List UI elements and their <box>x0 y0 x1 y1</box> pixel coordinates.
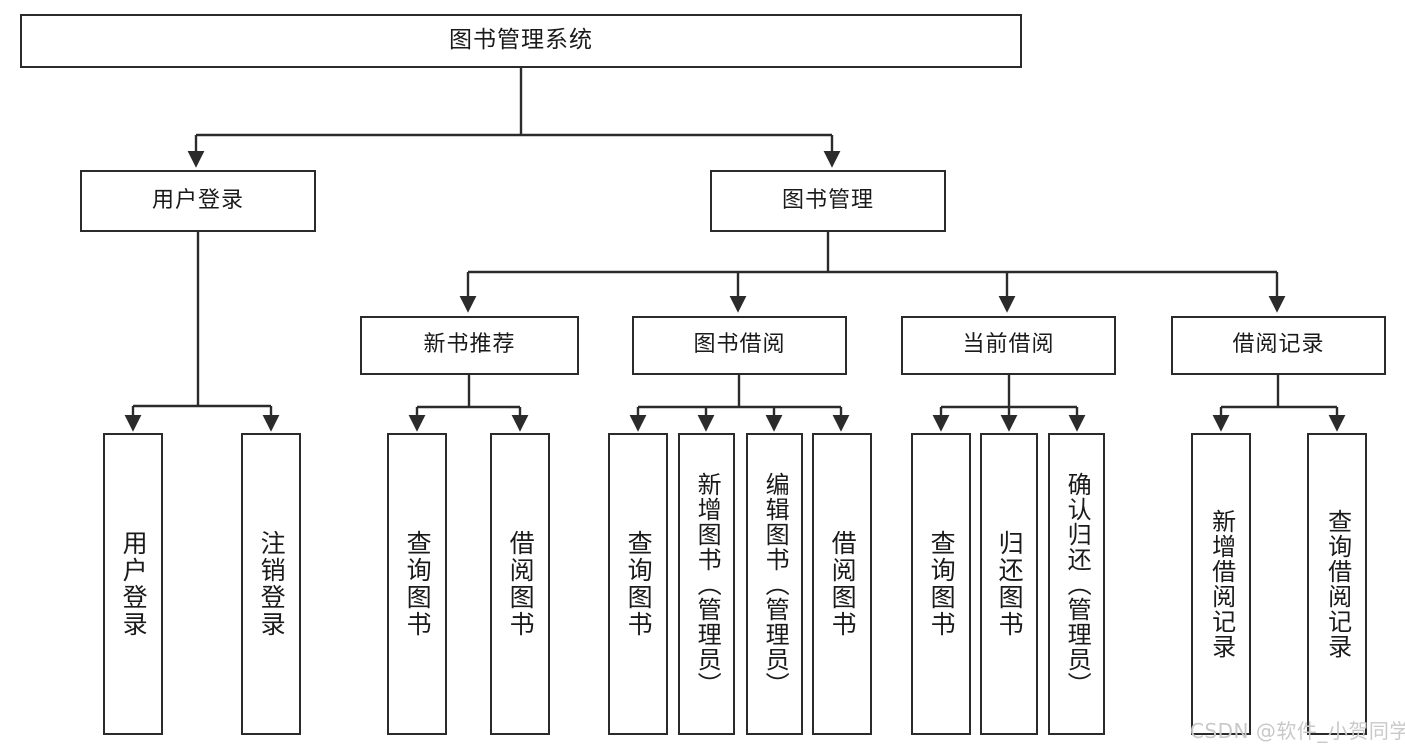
node-user-login[interactable]: 用户登录 <box>80 170 316 232</box>
node-label: 图书管理系统 <box>449 27 593 54</box>
leaf-add-book-admin[interactable]: 新增图书（管理员） <box>678 433 735 735</box>
leaf-query-book-recommend[interactable]: 查询图书 <box>387 433 447 735</box>
node-label: 归还图书 <box>995 530 1025 638</box>
node-book-borrow[interactable]: 图书借阅 <box>632 316 847 375</box>
node-current-borrow[interactable]: 当前借阅 <box>901 316 1116 375</box>
node-root-book-management-system[interactable]: 图书管理系统 <box>20 14 1022 68</box>
node-label: 图书借阅 <box>693 332 786 358</box>
node-label: 图书管理 <box>781 187 874 213</box>
node-label: 新增借阅记录 <box>1207 509 1236 659</box>
leaf-logout-login[interactable]: 注销登录 <box>241 433 301 735</box>
leaf-edit-book-admin[interactable]: 编辑图书（管理员） <box>746 433 803 735</box>
node-label: 查询图书 <box>403 530 433 638</box>
node-label: 当前借阅 <box>962 332 1055 358</box>
node-label: 查询借阅记录 <box>1323 509 1352 659</box>
leaf-add-borrow-record[interactable]: 新增借阅记录 <box>1191 433 1251 735</box>
csdn-watermark: CSDN @软件_小贺同学 <box>1190 719 1405 743</box>
node-label: 编辑图书（管理员） <box>761 471 790 697</box>
node-label: 借阅图书 <box>828 530 858 638</box>
node-label: 借阅图书 <box>506 530 536 638</box>
node-label: 查询图书 <box>624 530 654 638</box>
leaf-user-login[interactable]: 用户登录 <box>103 433 163 735</box>
node-label: 注销登录 <box>257 530 287 638</box>
node-label: 确认归还（管理员） <box>1063 471 1092 697</box>
node-label: 查询图书 <box>927 530 957 638</box>
node-label: 新书推荐 <box>423 332 516 358</box>
node-label: 用户登录 <box>151 187 244 213</box>
node-book-management[interactable]: 图书管理 <box>710 170 946 232</box>
leaf-return-book[interactable]: 归还图书 <box>980 433 1038 735</box>
node-label: 用户登录 <box>119 530 149 638</box>
leaf-confirm-return-admin[interactable]: 确认归还（管理员） <box>1048 433 1105 735</box>
leaf-borrow-book[interactable]: 借阅图书 <box>812 433 872 735</box>
leaf-query-borrow-record[interactable]: 查询借阅记录 <box>1307 433 1367 735</box>
leaf-query-book-current[interactable]: 查询图书 <box>911 433 971 735</box>
leaf-borrow-book-recommend[interactable]: 借阅图书 <box>490 433 550 735</box>
node-label: 新增图书（管理员） <box>693 471 722 697</box>
node-new-book-recommend[interactable]: 新书推荐 <box>360 316 579 375</box>
leaf-query-book-borrow[interactable]: 查询图书 <box>608 433 668 735</box>
node-borrow-record[interactable]: 借阅记录 <box>1171 316 1386 375</box>
node-label: 借阅记录 <box>1232 332 1325 358</box>
